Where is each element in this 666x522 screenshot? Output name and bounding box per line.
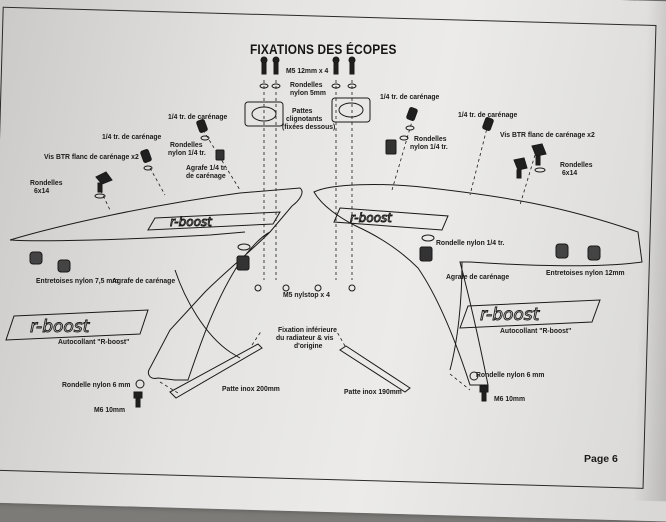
label-autocollant-right: Autocollant "R-boost" xyxy=(500,326,572,335)
patte-inox-190-bar xyxy=(339,345,411,393)
right-scoop-fin xyxy=(449,261,463,371)
left-sticker-frame xyxy=(5,309,149,341)
label-fixation-inf-3: d'origine xyxy=(294,341,323,350)
left-panel-logo: r-boost xyxy=(170,215,213,229)
label-quart-tour-left-mid: 1/4 tr. de carénage xyxy=(102,132,162,141)
label-rondelles-quart-right-1: Rondelles xyxy=(414,134,447,143)
label-autocollant-left: Autocollant "R-boost" xyxy=(58,337,130,346)
quart-tour-left-fasteners xyxy=(140,119,225,171)
patte-clignotant-left xyxy=(244,101,284,127)
right-sticker-frame xyxy=(459,299,601,329)
label-rondelles-6x14-right-1: Rondelles xyxy=(560,160,593,169)
label-entretoises-right: Entretoises nylon 12mm xyxy=(546,268,625,277)
label-quart-tour-right-top: 1/4 tr. de carénage xyxy=(380,92,440,101)
label-quart-tour-left-top: 1/4 tr. de carénage xyxy=(168,112,228,121)
agrafe-left xyxy=(236,243,251,271)
entretoises-right xyxy=(555,243,601,261)
label-quart-tour-right-mid: 1/4 tr. de carénage xyxy=(458,110,518,119)
label-m6-right: M6 10mm xyxy=(494,394,525,403)
label-rondelles-quart-left-2: nylon 1/4 tr. xyxy=(168,148,206,157)
right-sticker-logo: r-boost xyxy=(480,305,541,325)
vis-btr-left xyxy=(94,171,113,199)
right-panel-logo-frame xyxy=(333,207,449,231)
page-title: FIXATIONS DES ÉCOPES xyxy=(250,42,397,57)
label-rondelle-nylon-quart-right: Rondelle nylon 1/4 tr. xyxy=(436,238,505,247)
left-panel-logo-frame xyxy=(147,211,281,231)
label-entretoises-left: Entretoises nylon 7,5 mm xyxy=(36,276,119,285)
label-patte-190: Patte inox 190mm xyxy=(344,387,402,396)
right-panel-logo: r-boost xyxy=(350,211,393,225)
exploded-diagram: r-boost r-boost r-boost r-boost xyxy=(5,56,643,408)
label-m5-12mm: M5 12mm x 4 xyxy=(286,66,329,75)
label-patte-200: Patte inox 200mm xyxy=(222,384,280,393)
label-m6-left: M6 10mm xyxy=(94,405,125,414)
label-rondelle-m6-right: Rondelle nylon 6 mm xyxy=(476,370,545,379)
label-agrafe-carenage-left: Agrafe de carénage xyxy=(112,276,176,285)
page-number: Page 6 xyxy=(584,453,618,465)
label-agrafe-quart-1: Agrafe 1/4 tr. xyxy=(186,163,228,172)
label-pattes-1: Pattes xyxy=(292,106,313,115)
entretoises-left xyxy=(29,251,71,273)
label-rondelles-quart-right-2: nylon 1/4 tr. xyxy=(410,142,448,151)
label-rondelles-quart-left-1: Rondelles xyxy=(170,140,203,149)
left-scoop-fin xyxy=(174,269,241,359)
nylon-washers-5mm xyxy=(259,83,357,89)
patte-inox-200-bar xyxy=(169,343,263,399)
label-rondelles-6x14-right-2: 6x14 xyxy=(562,168,578,177)
agrafe-right xyxy=(419,234,435,262)
m5-nylstop-nuts xyxy=(254,284,356,292)
left-sticker-logo: r-boost xyxy=(30,317,91,337)
m5-screws-top xyxy=(260,56,356,75)
label-m5-nylstop: M5 nylstop x 4 xyxy=(283,290,330,299)
right-scoop-panel xyxy=(313,184,643,386)
label-agrafe-carenage-right: Agrafe de carénage xyxy=(446,272,510,281)
label-fixation-inf-1: Fixation inférieure xyxy=(278,325,337,334)
label-pattes-2: clignotants xyxy=(286,114,323,123)
left-scoop-panel xyxy=(9,187,303,381)
left-scoop-edge xyxy=(9,231,246,242)
label-fixation-inf-2: du radiateur & vis xyxy=(276,333,334,342)
m6-screw-left xyxy=(133,379,145,408)
quart-tour-right-fasteners xyxy=(385,107,494,155)
label-rondelles-5mm-1: Rondelles xyxy=(290,80,323,89)
label-vis-btr-left: Vis BTR flanc de carénage x2 xyxy=(44,152,139,161)
label-rondelles-6x14-left-1: Rondelles xyxy=(30,178,63,187)
label-rondelle-m6-left: Rondelle nylon 6 mm xyxy=(62,380,131,389)
label-vis-btr-right: Vis BTR flanc de carénage x2 xyxy=(500,130,595,139)
label-rondelles-5mm-2: nylon 5mm xyxy=(290,88,326,97)
label-rondelles-6x14-left-2: 6x14 xyxy=(34,186,50,195)
patte-clignotant-right xyxy=(331,97,371,123)
label-agrafe-quart-2: de carénage xyxy=(186,171,226,180)
label-pattes-3: (fixées dessous) xyxy=(282,122,336,131)
m6-screw-right xyxy=(469,371,489,402)
vis-btr-right xyxy=(513,143,547,179)
